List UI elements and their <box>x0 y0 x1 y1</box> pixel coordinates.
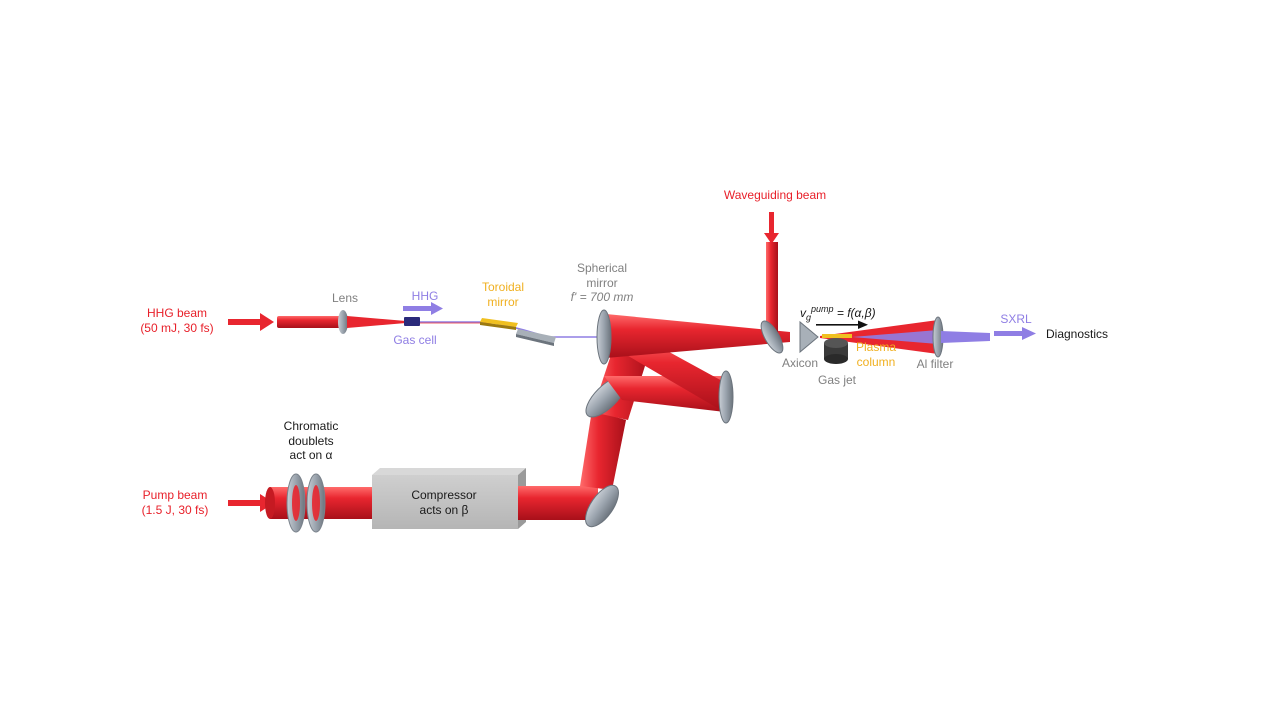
lens-label: Lens <box>331 291 359 305</box>
gas-jet-label: Gas jet <box>817 373 856 387</box>
sxrl-beam-cone <box>852 330 938 344</box>
velocity-equation: vgpump = f(α,β) <box>800 304 876 323</box>
chromatic-doublets-optic <box>286 473 326 533</box>
axicon-optic <box>799 320 819 354</box>
pump-beam-to-axicon <box>606 314 790 358</box>
gas-cell-label: Gas cell <box>393 333 437 347</box>
diagnostics-label: Diagnostics <box>1046 327 1109 341</box>
gas-cell-block <box>404 317 420 326</box>
pump-beam-label: Pump beam (1.5 J, 30 fs) <box>141 488 209 517</box>
lens-optic <box>338 310 348 334</box>
folding-mirror-3-optic <box>718 370 734 424</box>
waveguiding-beam-label: Waveguiding beam <box>723 188 827 202</box>
hhg-focus-cone <box>347 316 406 328</box>
plasma-column-bar <box>822 334 852 338</box>
sxrl-arrow-icon <box>994 327 1036 340</box>
pump-beam-rise-1 <box>580 410 626 490</box>
pump-beam-cross-2 <box>618 336 724 412</box>
gas-jet-nozzle <box>824 338 848 364</box>
toroidal-mirror-optic <box>480 318 518 330</box>
hhg-red-beam <box>277 316 343 328</box>
sxrl-output-beam <box>941 331 990 343</box>
waveguiding-beam-column <box>766 242 778 334</box>
plasma-column-label: Plasma column <box>855 340 896 369</box>
axicon-label: Axicon <box>781 356 819 370</box>
folding-mirror-1-optic <box>585 484 619 528</box>
compressor-label: Compressor acts on β <box>411 488 477 517</box>
hhg-input-arrow <box>228 313 274 331</box>
hhg-xuv-beam <box>420 321 604 338</box>
hhg-beam-label: HHG beam (50 mJ, 30 fs) <box>140 306 214 335</box>
waveguiding-arrow <box>764 212 779 244</box>
hhg-label: HHG <box>411 289 439 303</box>
al-filter-label: Al filter <box>916 357 954 371</box>
plane-mirror-optic <box>516 329 556 346</box>
spherical-mirror-optic <box>596 309 612 365</box>
spherical-mirror-label: Spherical mirror f' = 700 mm <box>570 261 634 304</box>
toroidal-mirror-label: Toroidal mirror <box>481 280 525 309</box>
chromatic-doublets-label: Chromatic doublets act on α <box>283 419 339 462</box>
waveguide-mirror-optic <box>760 320 784 354</box>
hhg-arrow-icon <box>403 302 443 315</box>
velocity-arrow <box>816 320 868 329</box>
pump-beam-post-compressor <box>518 486 598 520</box>
sxrl-label: SXRL <box>1000 312 1032 326</box>
